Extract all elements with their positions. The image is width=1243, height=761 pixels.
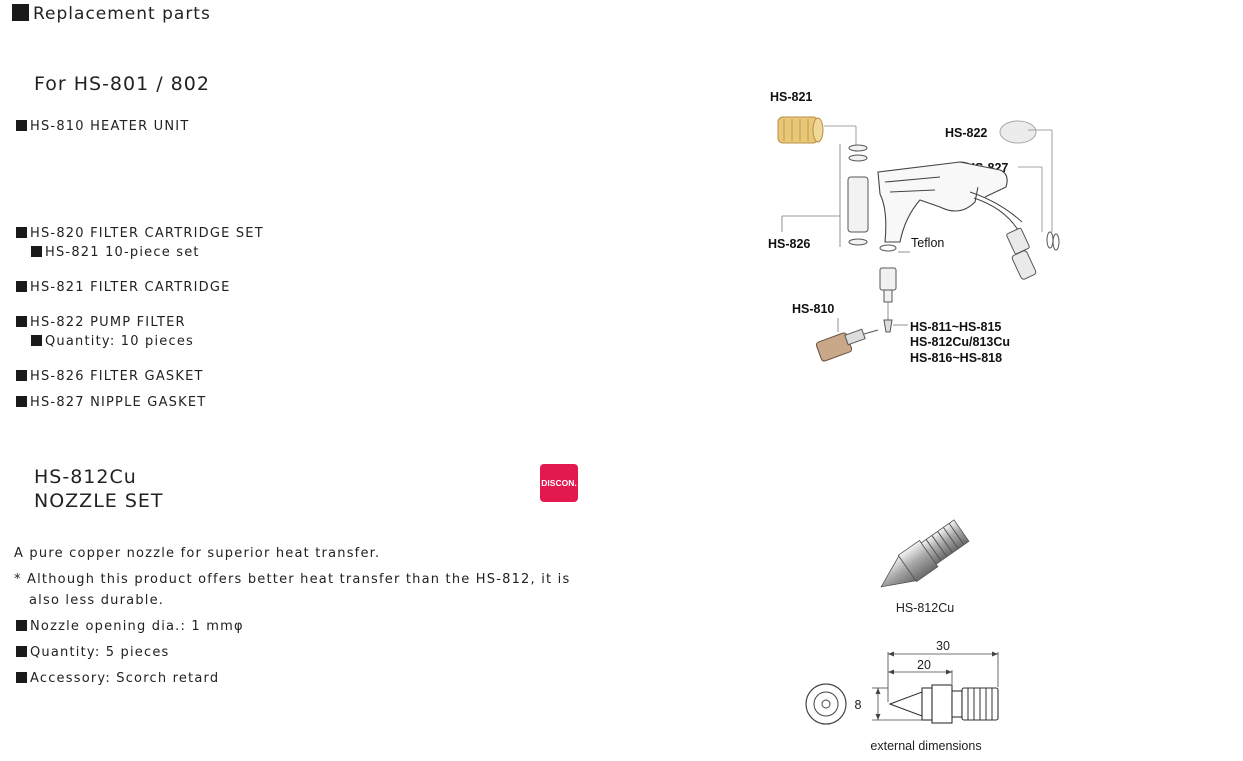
product-note-line1: * Although this product offers better he… — [14, 572, 571, 587]
filter-cartridge-illustration — [777, 116, 824, 144]
discontinued-badge: DISCON. — [540, 464, 578, 502]
nipple-connector-illustration — [1006, 227, 1037, 280]
label-hs821: HS-821 — [770, 90, 812, 104]
spec-item-nozzle-dia: Nozzle opening dia.: 1 mmφ — [16, 616, 244, 637]
spec-item-quantity: Quantity: 5 pieces — [16, 642, 170, 663]
square-bullet-icon — [16, 672, 27, 683]
square-bullet-icon — [16, 281, 27, 292]
section-title: Replacement parts — [12, 4, 211, 24]
nozzle-photo-caption: HS-812Cu — [896, 601, 954, 615]
square-bullet-icon — [16, 316, 27, 327]
label-teflon: Teflon — [911, 236, 944, 250]
exploded-parts-diagram: HS-821 HS-822 HS-827 HS-826 HS-810 HS-81… — [768, 90, 1060, 365]
spec-item-accessory: Accessory: Scorch retard — [16, 668, 219, 689]
square-bullet-icon — [31, 335, 42, 346]
square-bullet-icon — [16, 646, 27, 657]
desoldering-gun-illustration — [877, 161, 1008, 243]
part-subitem-hs820: HS-821 10-piece set — [31, 245, 200, 260]
square-bullet-icon — [16, 370, 27, 381]
nozzle-side-view — [888, 684, 999, 724]
square-bullet-icon — [31, 246, 42, 257]
square-bullet-icon — [16, 620, 27, 631]
part-item-hs826: HS-826 FILTER GASKET — [16, 369, 204, 384]
part-item-hs821: HS-821 FILTER CARTRIDGE — [16, 280, 231, 295]
dim-length-20: 20 — [917, 658, 931, 672]
label-nozzles-3: HS-816~HS-818 — [910, 351, 1002, 365]
square-bullet-icon — [16, 120, 27, 131]
group-title-nozzle-set: NOZZLE SET — [34, 490, 164, 512]
label-hs826: HS-826 — [768, 237, 810, 251]
nozzle-end-view — [805, 683, 847, 725]
part-subitem-hs822: Quantity: 10 pieces — [31, 334, 194, 349]
square-bullet-icon — [12, 4, 29, 21]
heater-column-illustration — [879, 267, 897, 303]
nozzle-photo-illustration: HS-812Cu — [880, 519, 970, 615]
part-item-hs810: HS-810 HEATER UNIT — [16, 119, 189, 134]
label-nozzles-1: HS-811~HS-815 — [910, 320, 1001, 334]
group-title-hs812cu: HS-812Cu — [34, 466, 137, 488]
external-dimensions-caption: external dimensions — [870, 739, 981, 753]
filter-housing-illustration — [847, 144, 869, 246]
label-hs822: HS-822 — [945, 126, 987, 140]
dim-diameter-8: 8 — [855, 698, 862, 712]
label-nozzles-2: HS-812Cu/813Cu — [910, 335, 1010, 349]
label-hs810: HS-810 — [792, 302, 834, 316]
square-bullet-icon — [16, 227, 27, 238]
nozzle-dimensions-drawing: 30 20 8 external dimensions — [805, 639, 999, 753]
pump-filter-illustration — [999, 120, 1037, 144]
part-item-hs822: HS-822 PUMP FILTER — [16, 315, 186, 330]
square-bullet-icon — [16, 396, 27, 407]
heater-unit-illustration — [815, 328, 879, 362]
group-title-hs801: For HS-801 / 802 — [34, 73, 210, 95]
product-note-line2: also less durable. — [29, 593, 165, 608]
product-description: A pure copper nozzle for superior heat t… — [14, 546, 381, 561]
small-nozzle-illustration — [883, 319, 893, 333]
part-item-hs827: HS-827 NIPPLE GASKET — [16, 395, 206, 410]
part-item-hs820: HS-820 FILTER CARTRIDGE SET — [16, 226, 264, 241]
dim-length-30: 30 — [936, 639, 950, 653]
